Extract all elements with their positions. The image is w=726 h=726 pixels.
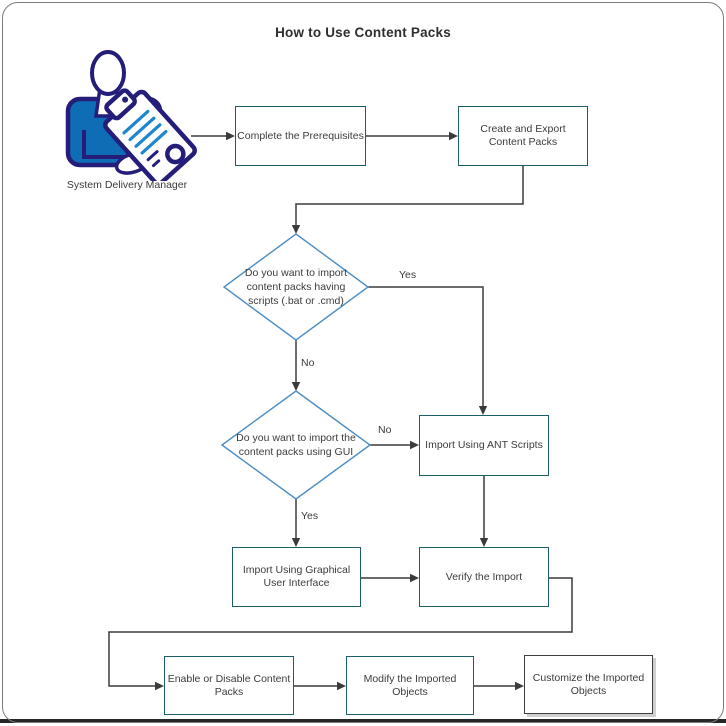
node-import-gui: Import Using Graphical User Interface (232, 547, 361, 607)
node-label: Import Using ANT Scripts (425, 439, 543, 451)
edge-label-gui-yes: Yes (301, 510, 319, 522)
node-label: Enable or Disable Content Packs (167, 672, 291, 698)
edge-label-gui-no: No (378, 424, 392, 436)
page-title: How to Use Content Packs (275, 25, 451, 40)
edge-create-to-decision1 (295, 166, 524, 225)
actor-caption: System Delivery Manager (66, 179, 188, 191)
arrowheads (155, 131, 524, 691)
bottom-edge-bar (0, 719, 726, 723)
node-complete-prerequisites: Complete the Prerequisites (235, 106, 366, 166)
node-customize-imported-objects: Customize the Imported Objects (524, 655, 653, 714)
node-label: Create and Export Content Packs (480, 123, 566, 148)
node-label: Complete the Prerequisites (237, 129, 364, 142)
node-label: Import Using Graphical User Interface (242, 564, 351, 589)
node-verify-import: Verify the Import (419, 547, 549, 607)
actor-head (90, 50, 126, 96)
decision-scripts-label: Do you want to import content packs havi… (244, 267, 348, 307)
edge-decision1-yes (368, 286, 484, 406)
node-enable-disable-content-packs: Enable or Disable Content Packs (164, 656, 294, 715)
clipboard (103, 88, 197, 181)
decision-gui-diamond (220, 390, 372, 500)
decision-scripts-diamond (222, 233, 370, 341)
edge-label-scripts-no: No (301, 357, 315, 369)
node-label: Verify the Import (445, 570, 523, 583)
node-import-ant-scripts: Import Using ANT Scripts (419, 415, 549, 476)
system-delivery-manager-icon (65, 50, 197, 181)
decision-gui-label: Do you want to import the content packs … (236, 432, 356, 458)
node-label: Customize the Imported Objects (532, 671, 645, 697)
node-create-export-content-packs: Create and Export Content Packs (458, 106, 588, 166)
edge-verify-to-enable (108, 577, 573, 687)
actor-arm (82, 130, 137, 159)
edge-label-scripts-yes: Yes (399, 269, 417, 281)
node-label: Modify the Imported Objects (363, 672, 457, 698)
node-modify-imported-objects: Modify the Imported Objects (346, 656, 474, 715)
